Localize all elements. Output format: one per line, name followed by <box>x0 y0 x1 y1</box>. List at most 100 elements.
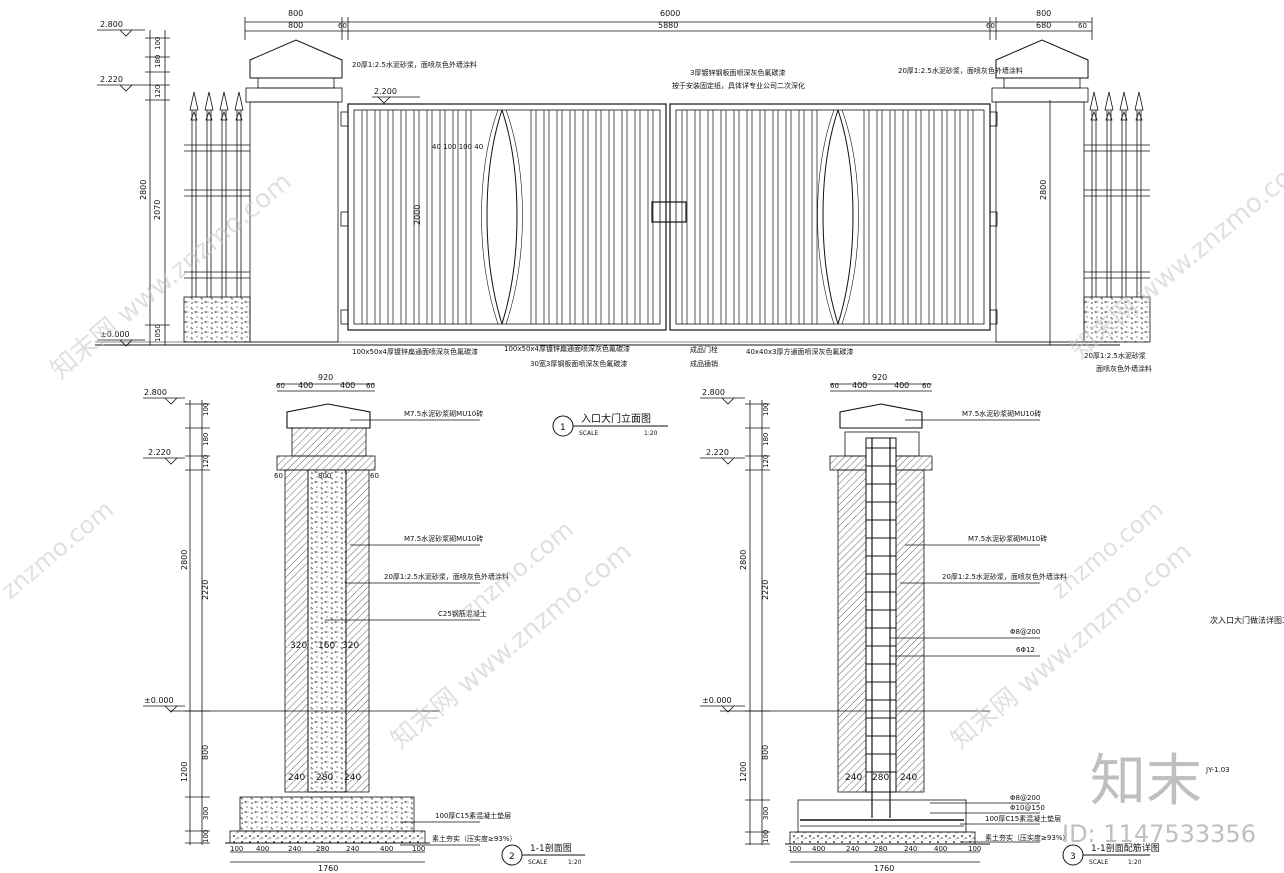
s2-small-800: 800 <box>318 472 331 480</box>
stirrup-lines <box>866 438 896 818</box>
scale-2: 1:20 <box>568 859 582 866</box>
s2-level-2800: 2.800 <box>144 388 167 397</box>
s3-dim-60b: 60 <box>922 382 931 390</box>
scale-label-2: SCALE <box>528 859 547 866</box>
s3-v2800: 2800 <box>739 550 748 570</box>
s3-note-3: Φ8@200 <box>1010 628 1040 636</box>
level-markers <box>97 29 745 713</box>
dim-800-right: 800 <box>1036 9 1051 18</box>
s2-core-160: 160 <box>318 641 335 651</box>
spear-tip <box>1104 91 1114 121</box>
s2-note-3: C25钢筋混凝土 <box>438 609 487 618</box>
spear-tip <box>1089 91 1099 121</box>
vdim-120: 120 <box>154 85 162 98</box>
watermarks: 知末网 www.znzmo.com 知末网 www.znzmo.com znzm… <box>0 147 1284 848</box>
s3-base-240a: 240 <box>845 773 862 783</box>
sheet-code: JY-1.03 <box>1205 766 1230 774</box>
s2-note-2: 20厚1:2.5水泥砂浆，面喷灰色外墙涂料 <box>384 572 509 581</box>
note-bars: 40x40x3厚方通面喷深灰色氟碳漆 <box>746 347 854 356</box>
vdim-100: 100 <box>154 37 162 50</box>
s3-b100a: 100 <box>788 845 801 853</box>
s2-v100: 100 <box>202 403 210 416</box>
spear-tip <box>219 91 229 121</box>
s2-dim-400a: 400 <box>298 381 313 390</box>
title-section-2: 1-1剖面图 <box>530 842 572 854</box>
dim-6000: 6000 <box>660 9 680 18</box>
note-plinth2: 面喷灰色外墙涂料 <box>1096 364 1152 373</box>
s3-v2220: 2220 <box>761 580 770 600</box>
sheet-name: 次入口大门做法详图二 <box>1210 615 1284 625</box>
s3-b100b: 100 <box>968 845 981 853</box>
s2-dim-60a: 60 <box>276 382 285 390</box>
level-2800-elev: 2.800 <box>100 20 123 29</box>
right-height: 2800 <box>1039 180 1048 200</box>
scale-label-1: SCALE <box>579 430 598 437</box>
s2-v120: 120 <box>202 455 210 468</box>
s3-level-2220: 2.220 <box>706 448 729 457</box>
s2-dim-400b: 400 <box>340 381 355 390</box>
gate-height: 2000 <box>413 205 422 225</box>
section2-text: 920 60 400 400 60 2.800 2.220 ±0.000 100… <box>144 373 582 873</box>
sheet-info: 次入口大门做法详图二 JY-1.03 <box>1205 615 1284 774</box>
note-plate: 30宽3厚钢板面喷深灰色氟碳漆 <box>530 359 627 368</box>
note-gate-top2: 按于安装固定纸，具体详专业公司二次深化 <box>672 81 805 90</box>
watermark-5: znzmo.com <box>0 495 119 604</box>
s3-v100: 100 <box>762 403 770 416</box>
s2-note-0: M7.5水泥砂浆砌MU10砖 <box>404 409 483 418</box>
dim-5880: 5880 <box>658 21 678 30</box>
note-gate-top: 3厚镀锌钢板面喷深灰色氟碳漆 <box>690 68 785 77</box>
s2-small-60a: 60 <box>274 472 283 480</box>
s3-note-0: M7.5水泥砂浆砌MU10砖 <box>962 409 1041 418</box>
s2-level-0: ±0.000 <box>144 696 174 705</box>
level-2220-elev: 2.220 <box>100 75 123 84</box>
title-elevation: 入口大门立面图 <box>581 412 651 425</box>
s2-core-320b: 320 <box>342 641 359 651</box>
scale-3: 1:20 <box>1128 859 1142 866</box>
bar-spacing: 40 100 100 40 <box>432 143 483 151</box>
s2-small-60b: 60 <box>370 472 379 480</box>
dimension-text: 800 6000 800 800 60 5880 60 680 60 2.800… <box>100 9 1087 342</box>
s3-base-280: 280 <box>872 773 889 783</box>
vdim-180: 180 <box>154 55 162 68</box>
s3-b280: 280 <box>874 845 887 853</box>
elevation-view <box>95 17 1151 346</box>
s3-note-1: M7.5水泥砂浆砌MU10砖 <box>968 534 1047 543</box>
s2-note-4: 100厚C15素混凝土垫层 <box>435 811 511 820</box>
s3-v180: 180 <box>762 433 770 446</box>
s3-dim-920: 920 <box>872 373 887 382</box>
s3-note-8: 素土夯实（压实度≥93%） <box>985 833 1069 842</box>
elevation-notes: 20厚1:2.5水泥砂浆，面喷灰色外墙涂料 20厚1:2.5水泥砂浆，面喷灰色外… <box>352 60 1152 437</box>
dim-800-left-2: 800 <box>288 21 303 30</box>
title-section-3: 1-1剖面配筋详图 <box>1091 842 1160 854</box>
s2-base-280: 280 <box>316 773 333 783</box>
title-markers <box>501 415 1150 866</box>
title-num-1: 1 <box>560 423 566 433</box>
s2-b400b: 400 <box>380 845 393 853</box>
spear-tip <box>189 91 199 121</box>
watermark-1: 知末网 www.znzmo.com <box>45 167 297 386</box>
s3-v800: 800 <box>761 745 770 760</box>
s2-b280: 280 <box>316 845 329 853</box>
s2-b400a: 400 <box>256 845 269 853</box>
s3-b240b: 240 <box>904 845 917 853</box>
note-plinth: 20厚1:2.5水泥砂浆 <box>1084 351 1146 360</box>
spear-tip <box>1119 91 1129 121</box>
note-cap-left: 20厚1:2.5水泥砂浆，面喷灰色外墙涂料 <box>352 60 477 69</box>
level-0-elev: ±0.000 <box>100 330 130 339</box>
s3-v1200: 1200 <box>739 762 748 782</box>
s3-dim-400b: 400 <box>894 381 909 390</box>
s2-base-240b: 240 <box>344 773 361 783</box>
s2-core-320a: 320 <box>290 641 307 651</box>
dim-60-c: 60 <box>1078 22 1087 30</box>
note-frame: 100x50x4厚镀锌扁通面喷深灰色氟碳漆 <box>352 347 478 356</box>
title-num-2: 2 <box>509 852 515 862</box>
note-frame2: 100x50x4厚镀锌扁通面喷深灰色氟碳漆 <box>504 344 630 353</box>
vdim-2070: 2070 <box>153 200 162 220</box>
s2-level-2220: 2.220 <box>148 448 171 457</box>
s2-v1200: 1200 <box>180 762 189 782</box>
s2-v2800: 2800 <box>180 550 189 570</box>
gate-bars <box>189 91 1144 324</box>
brand-id: ID: 1147533356 <box>1062 820 1256 848</box>
s2-base-240a: 240 <box>288 773 305 783</box>
dim-680: 680 <box>1036 21 1051 30</box>
